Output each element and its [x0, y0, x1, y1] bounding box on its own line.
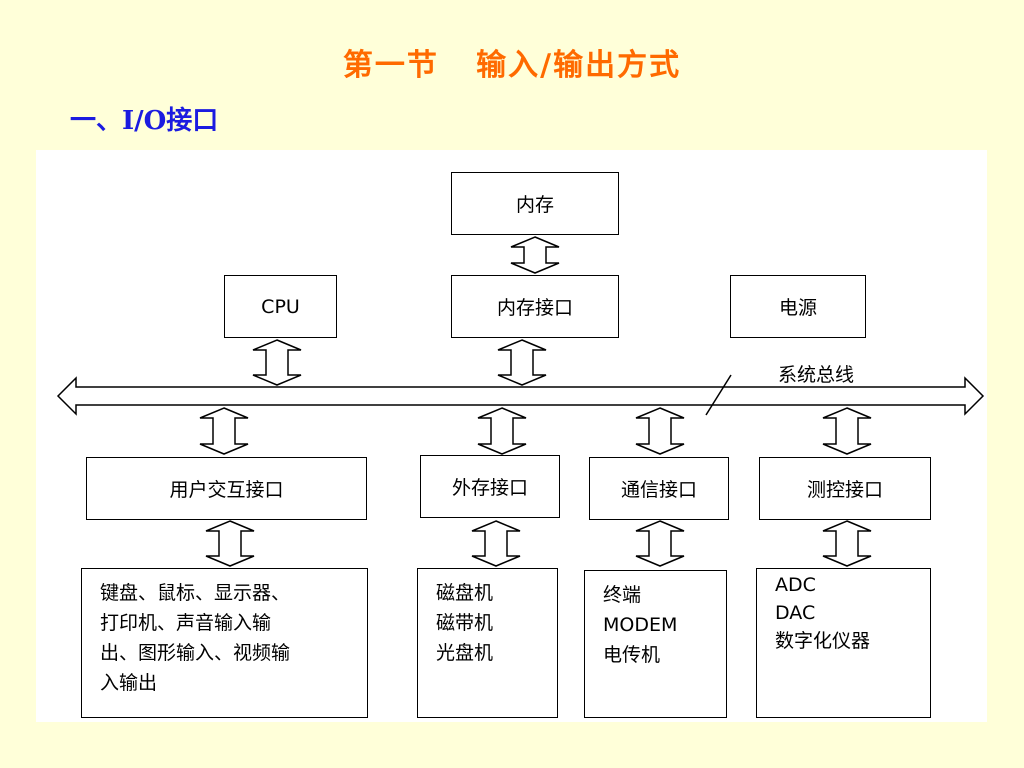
device-line: 磁盘机 — [436, 582, 494, 604]
storage-interface-bus-arrow — [477, 407, 527, 455]
cpu-box: CPU — [224, 275, 337, 338]
user-interface-bus-arrow — [199, 407, 249, 455]
system-bus-arrow — [56, 376, 985, 416]
user-devices-arrow — [205, 520, 255, 567]
slide-title: 第一节 输入/输出方式 — [342, 48, 682, 83]
control-interface-bus-arrow — [822, 407, 872, 455]
control-interface-box: 测控接口 — [759, 457, 931, 520]
comm-devices-arrow — [635, 520, 685, 567]
device-line: 打印机、声音输入输 — [100, 612, 272, 634]
device-line: MODEM — [603, 614, 678, 636]
device-line: 键盘、鼠标、显示器、 — [100, 582, 291, 604]
memory-interface-bus-arrow — [497, 339, 547, 386]
control-devices-box: ADC DAC 数字化仪器 — [756, 568, 931, 718]
user-interface-box: 用户交互接口 — [86, 457, 367, 520]
device-line: 数字化仪器 — [775, 630, 871, 652]
cpu-bus-arrow — [252, 339, 302, 386]
device-line: 出、图形输入、视频输 — [100, 642, 291, 664]
memory-box: 内存 — [451, 172, 619, 235]
comm-interface-bus-arrow — [635, 407, 685, 455]
device-line: ADC — [775, 574, 816, 596]
device-line: 电传机 — [603, 644, 661, 666]
connector-arrows — [199, 236, 872, 567]
bus-label-pointer — [705, 374, 732, 416]
device-line: 光盘机 — [436, 642, 494, 664]
memory-interface-box: 内存接口 — [451, 275, 619, 338]
device-line: DAC — [775, 602, 816, 624]
connector-layer — [56, 236, 985, 567]
storage-devices-box: 磁盘机 磁带机 光盘机 — [417, 568, 558, 718]
device-line: 终端 — [603, 584, 642, 606]
diagram-panel: 内存 CPU 内存接口 电源 系统总线 用户交互接口 外存接口 通信接口 测控接… — [36, 150, 987, 722]
device-line: 入输出 — [100, 672, 158, 694]
bus-label: 系统总线 — [778, 364, 855, 386]
storage-interface-box: 外存接口 — [420, 455, 560, 518]
storage-devices-arrow — [471, 520, 521, 567]
memory-link-arrow — [510, 236, 560, 274]
comm-devices-box: 终端 MODEM 电传机 — [584, 570, 727, 718]
device-line: 磁带机 — [436, 612, 494, 634]
control-devices-arrow — [822, 520, 872, 567]
comm-interface-box: 通信接口 — [589, 457, 729, 520]
slide-subtitle: 一、I/O接口 — [70, 106, 219, 136]
power-box: 电源 — [730, 275, 866, 338]
user-devices-box: 键盘、鼠标、显示器、 打印机、声音输入输 出、图形输入、视频输 入输出 — [81, 568, 368, 718]
